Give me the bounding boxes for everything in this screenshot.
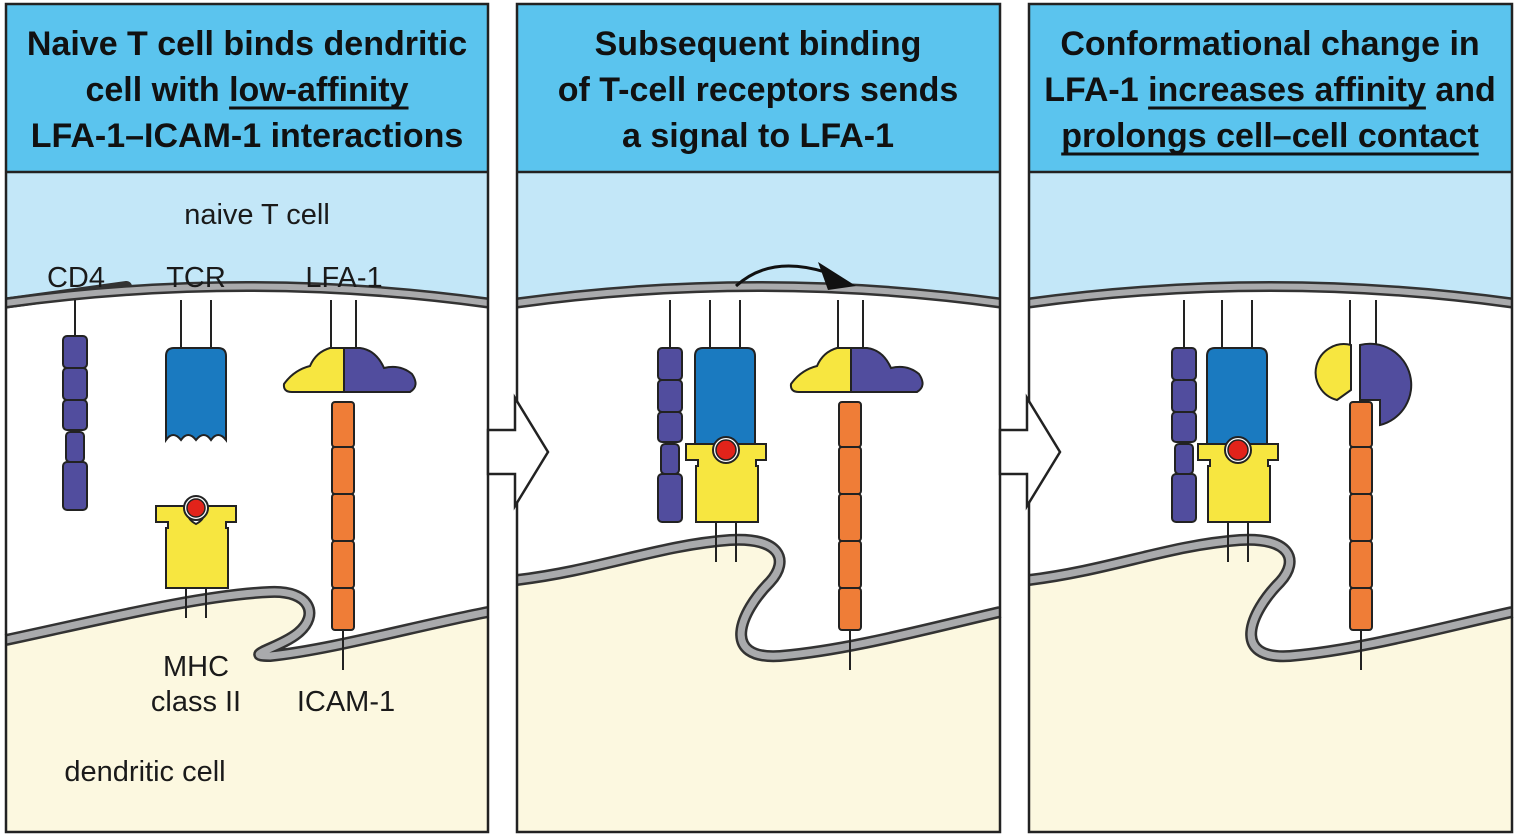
t-cell-label: naive T cell (184, 199, 330, 231)
panel-3 (1028, 172, 1514, 832)
panel-1-title-line-2: cell with low-affinity (85, 71, 408, 109)
title-text: a signal to LFA-1 (622, 117, 894, 155)
icam1-label: ICAM-1 (297, 686, 395, 718)
dendritic-cell-region (517, 539, 1000, 832)
dendritic-cell-region (6, 591, 488, 832)
tcr-molecule (1206, 300, 1268, 449)
panel-2-header (517, 4, 1000, 172)
cd4-molecule (657, 300, 683, 523)
t-cell-membrane-fill (5, 283, 489, 306)
lfa1-molecule (789, 300, 924, 393)
underlined-phrase: increases affinity (1148, 71, 1426, 109)
icam1-molecule (838, 401, 862, 670)
signal-arrowhead (818, 262, 856, 290)
panel-3-title-line-3: prolongs cell–cell contact (1061, 117, 1479, 155)
t-cell-membrane (1028, 283, 1513, 306)
dendritic-cell-membrane (516, 536, 1001, 660)
panel-2 (516, 172, 1002, 832)
transition-arrow-2 (998, 393, 1062, 511)
dendritic-cell-region (1029, 539, 1512, 832)
title-text: LFA-1–ICAM-1 interactions (31, 117, 464, 155)
tcr-molecule (165, 300, 227, 444)
cd4-molecule (1171, 300, 1197, 523)
cd4-label: CD4 (47, 262, 105, 294)
signal-arrow (734, 264, 826, 288)
panel-1: naive T cell CD4 TCR LFA-1 MHC class II … (4, 172, 490, 832)
peptide (1227, 439, 1249, 461)
underlined-phrase: prolongs cell–cell contact (1061, 117, 1479, 155)
tcr-molecule (694, 300, 756, 449)
dendritic-cell-label: dendritic cell (64, 756, 225, 788)
icam1-molecule (1349, 401, 1373, 670)
panel-3-title-line-2: LFA-1 increases affinity and (1044, 71, 1496, 109)
lfa1-label: LFA-1 (305, 262, 382, 294)
dendritic-cell-membrane (5, 588, 489, 660)
panel-2-title-line-3: a signal to LFA-1 (622, 117, 894, 155)
panel-3-header (1029, 4, 1512, 172)
peptide (186, 498, 206, 518)
mhc-label-line2: class II (151, 686, 241, 718)
transition-arrow-1 (486, 393, 550, 511)
icam1-molecule (331, 401, 355, 670)
panel-1-frame (4, 2, 490, 834)
panel-1-header (6, 4, 488, 172)
title-text: cell with (85, 71, 229, 109)
mhc-class-ii-molecule (155, 495, 237, 618)
title-text: and (1426, 71, 1496, 109)
cd4-molecule (62, 300, 88, 511)
panel-1-title-line-1: Naive T cell binds dendritic (27, 25, 467, 63)
peptide (715, 439, 737, 461)
t-cell-region (517, 172, 1000, 303)
panel-titles: Naive T cell binds dendritic cell with lo… (27, 25, 1496, 156)
panel-3-title-line-1: Conformational change in (1060, 25, 1479, 63)
lfa1-molecule-high-affinity (1314, 300, 1413, 427)
t-cell-region (6, 172, 488, 303)
mhc-class-ii-molecule (685, 436, 767, 562)
dendritic-cell-membrane (1028, 536, 1513, 660)
underlined-phrase: low-affinity (229, 71, 409, 109)
panel-1-title-line-3: LFA-1–ICAM-1 interactions (31, 117, 464, 155)
mhc-class-ii-molecule (1197, 436, 1279, 562)
lfa1-molecule (282, 300, 417, 393)
t-cell-region (1029, 172, 1512, 303)
panel-2-title-line-1: Subsequent binding (595, 25, 922, 63)
t-cell-membrane (516, 283, 1001, 306)
panel-2-title-line-2: of T-cell receptors sends (558, 71, 959, 109)
title-text: Subsequent binding (595, 25, 922, 63)
title-text: Conformational change in (1060, 25, 1479, 63)
title-text: of T-cell receptors sends (558, 71, 959, 109)
title-text: Naive T cell binds dendritic (27, 25, 467, 63)
mhc-label-line1: MHC (163, 651, 229, 683)
tcr-label: TCR (166, 262, 226, 294)
title-text: LFA-1 (1044, 71, 1148, 109)
